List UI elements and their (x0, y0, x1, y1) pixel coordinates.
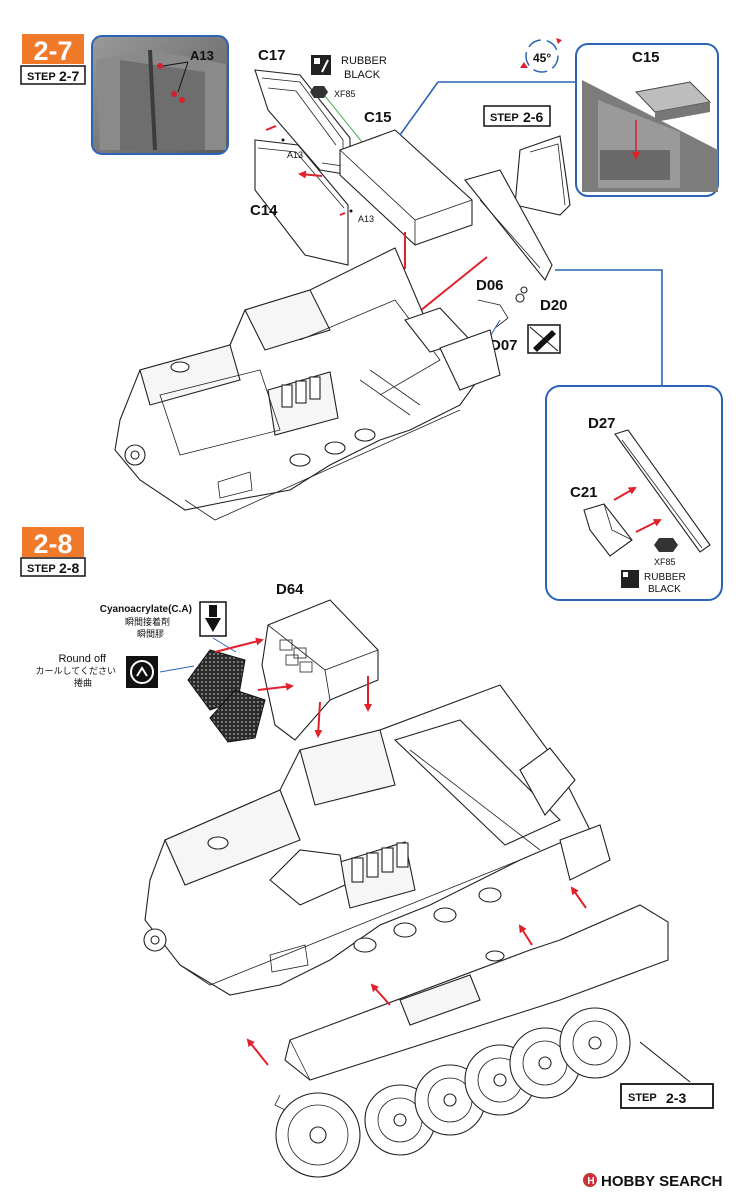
step-number: 2-7 (33, 36, 72, 66)
c15-detail-inset: C15 (575, 43, 719, 197)
note-title: Round off (58, 653, 106, 665)
part-label-a13-a: A13 (287, 150, 303, 160)
step-number: 2-8 (33, 529, 72, 559)
cyanoacrylate-note: Cyanoacrylate(C.A) 瞬間接着剤 瞬間膠 (100, 601, 237, 653)
note-jp2: 捲曲 (74, 677, 92, 688)
mesh-screen-parts (187, 649, 266, 743)
callout-line-d27 (555, 269, 663, 385)
paint-code-xf85: XF85 (334, 89, 356, 99)
ref-step-word: STEP (628, 1092, 657, 1104)
step-word: STEP (27, 563, 56, 575)
watermark-text: HOBBY SEARCH (601, 1173, 722, 1190)
part-label-d64: D64 (276, 581, 304, 598)
step-2-8-badge: 2-8 STEP 2-8 (20, 527, 86, 577)
paint-name-line3: RUBBER (644, 572, 686, 583)
road-wheel (275, 1092, 361, 1178)
part-label-c21: C21 (570, 484, 598, 501)
a13-detail-inset: A13 (91, 35, 229, 155)
part-label-c17: C17 (258, 47, 286, 64)
part-label-c15-inset: C15 (632, 49, 660, 66)
step-2-3-ref: STEP 2-3 (620, 1041, 714, 1109)
vehicle-hull-2-7 (114, 247, 501, 521)
part-c15: C15 (339, 109, 473, 246)
part-label-c14: C14 (250, 202, 278, 219)
rotate-45-icon: 45° (520, 38, 562, 73)
note-jp1: カールしてください (36, 666, 116, 676)
d27-c21-callout: D27 C21 XF85 RUBBER BLACK (545, 385, 723, 601)
paint-name-line2: BLACK (344, 69, 381, 81)
note-jp1: 瞬間接着剤 (125, 616, 170, 627)
ref-step-num: 2-6 (523, 109, 543, 125)
note-title: Cyanoacrylate(C.A) (100, 604, 192, 615)
part-label-c15: C15 (364, 109, 392, 126)
paint-code-xf85-b: XF85 (654, 557, 676, 567)
rotation-angle: 45° (533, 51, 551, 65)
ref-step-num: 2-3 (666, 1090, 686, 1106)
vehicle-hull-2-8 (143, 684, 611, 996)
step-2-6-ref: STEP 2-6 (483, 105, 551, 127)
part-label-a13-inset: A13 (190, 48, 214, 63)
paint-name-line1: RUBBER (341, 55, 387, 67)
part-label-d20: D20 (540, 297, 568, 314)
hobby-search-watermark: H HOBBY SEARCH (583, 1173, 722, 1190)
step-2-7-badge: 2-7 STEP 2-7 (20, 34, 86, 85)
round-off-note: Round off カールしてください 捲曲 (36, 653, 195, 688)
step-sub-number: 2-8 (59, 560, 79, 576)
part-label-d06: D06 (476, 277, 504, 294)
paint-rubber-black: RUBBER BLACK XF85 (310, 55, 387, 143)
step-sub-number: 2-7 (59, 68, 79, 84)
part-label-d07: D07 (490, 337, 518, 354)
part-label-d27: D27 (588, 415, 616, 432)
callout-line-c15 (399, 81, 439, 136)
seat-back-part (464, 135, 571, 282)
svg-text:H: H (587, 1176, 594, 1187)
step-word: STEP (27, 71, 56, 83)
paint-name-line4: BLACK (648, 584, 681, 595)
small-parts-d06-d07-d20: D06 D20 D07 (476, 277, 568, 354)
note-jp2: 瞬間膠 (137, 628, 164, 639)
track-running-gear (274, 904, 669, 1178)
part-d64: D64 (214, 581, 379, 741)
part-c14: C14 A13 A13 (250, 138, 374, 266)
part-label-a13-b: A13 (358, 214, 374, 224)
assembly-arrows-2-8 (246, 886, 587, 1066)
ref-step-word: STEP (490, 112, 519, 124)
